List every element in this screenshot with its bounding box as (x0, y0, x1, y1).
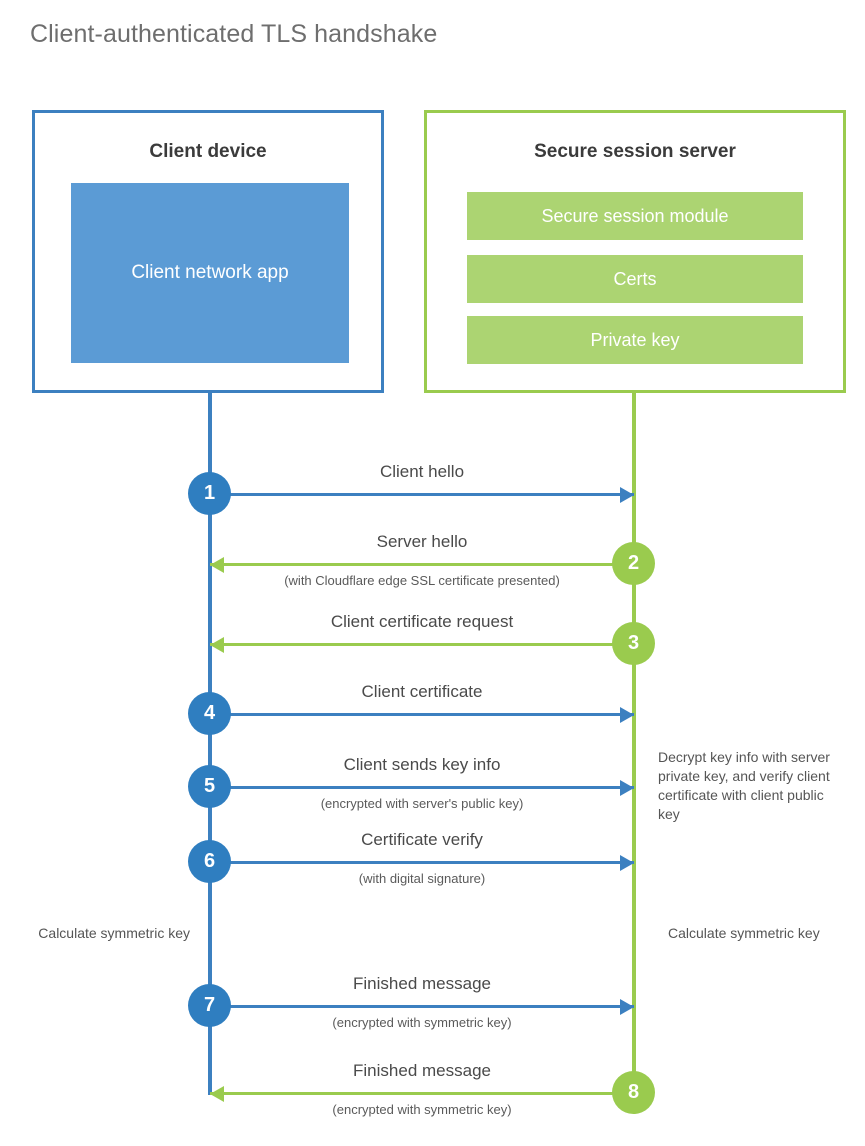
arrow-head-2 (210, 557, 224, 573)
step-circle-6[interactable]: 6 (188, 840, 231, 883)
step-circle-1[interactable]: 1 (188, 472, 231, 515)
message-line-6 (210, 861, 634, 864)
message-label-6: Certificate verify (361, 830, 483, 849)
message-line-3 (210, 643, 634, 646)
step-circle-2[interactable]: 2 (612, 542, 655, 585)
client-calculate-symmetric-key-note: Calculate symmetric key (38, 925, 190, 941)
step-circle-7[interactable]: 7 (188, 984, 231, 1027)
client-device-title: Client device (149, 141, 267, 162)
message-line-4 (210, 713, 634, 716)
message-label-8: Finished message (353, 1061, 491, 1080)
step-circle-8[interactable]: 8 (612, 1071, 655, 1114)
server-decrypt-note: Decrypt key info with server private key… (658, 749, 830, 822)
arrow-head-4 (620, 707, 634, 723)
server-component-certs: Certs (467, 255, 803, 303)
message-sublabel-8: (encrypted with symmetric key) (332, 1102, 512, 1117)
client-device-box: Client device Client network app (32, 110, 384, 393)
page-title: Client-authenticated TLS handshake (30, 20, 438, 48)
arrow-head-5 (620, 780, 634, 796)
server-component-private-key: Private key (467, 316, 803, 364)
message-line-5 (210, 786, 634, 789)
message-line-7 (210, 1005, 634, 1008)
message-label-3: Client certificate request (330, 612, 514, 631)
arrow-head-6 (620, 855, 634, 871)
message-line-2 (210, 563, 634, 566)
client-network-app-block: Client network app (71, 183, 349, 363)
step-circle-5[interactable]: 5 (188, 765, 231, 808)
message-sublabel-6: (with digital signature) (358, 871, 486, 886)
secure-session-server-box: Secure session server Secure session mod… (424, 110, 846, 393)
message-label-4: Client certificate (361, 682, 483, 701)
message-sublabel-5: (encrypted with server's public key) (320, 796, 524, 811)
message-line-1 (210, 493, 634, 496)
message-label-5: Client sends key info (343, 755, 501, 774)
server-calculate-symmetric-key-note: Calculate symmetric key (668, 925, 820, 941)
server-lifeline (632, 393, 636, 1095)
step-circle-4[interactable]: 4 (188, 692, 231, 735)
client-lifeline (208, 393, 212, 1095)
message-label-7: Finished message (353, 974, 491, 993)
message-label-1: Client hello (379, 462, 465, 481)
arrow-head-8 (210, 1086, 224, 1102)
step-circle-3[interactable]: 3 (612, 622, 655, 665)
message-label-2: Server hello (376, 532, 468, 551)
message-sublabel-2: (with Cloudflare edge SSL certificate pr… (284, 573, 560, 588)
message-sublabel-7: (encrypted with symmetric key) (332, 1015, 512, 1030)
arrow-head-3 (210, 637, 224, 653)
server-component-secure-session-module: Secure session module (467, 192, 803, 240)
arrow-head-1 (620, 487, 634, 503)
message-line-8 (210, 1092, 634, 1095)
arrow-head-7 (620, 999, 634, 1015)
secure-session-server-title: Secure session server (534, 141, 736, 162)
